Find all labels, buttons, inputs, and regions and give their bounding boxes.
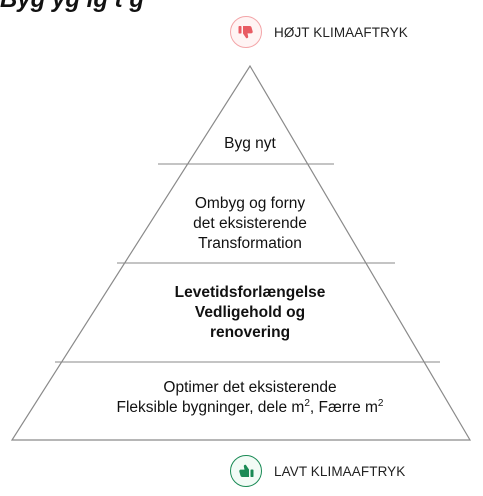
tier-3-label: Levetidsforlængelse Vedligehold og renov… [174, 284, 326, 341]
tier-4-label: Optimer det eksisterende Fleksible bygni… [116, 379, 384, 416]
tier-1-label: Byg nyt [224, 135, 276, 152]
high-footprint-label: HØJT KLIMAAFTRYK [274, 24, 408, 40]
low-footprint-indicator: LAVT KLIMAAFTRYK [230, 455, 405, 487]
pyramid-outline [10, 64, 472, 441]
page-title-fragment: Byg yg ig t g [0, 0, 220, 14]
thumbs-down-icon [230, 16, 262, 48]
thumbs-up-icon [230, 455, 262, 487]
tier-2-label: Ombyg og forny det eksisterende Transfor… [193, 195, 307, 252]
low-footprint-label: LAVT KLIMAAFTRYK [274, 463, 406, 479]
high-footprint-indicator: HØJT KLIMAAFTRYK [230, 16, 408, 48]
